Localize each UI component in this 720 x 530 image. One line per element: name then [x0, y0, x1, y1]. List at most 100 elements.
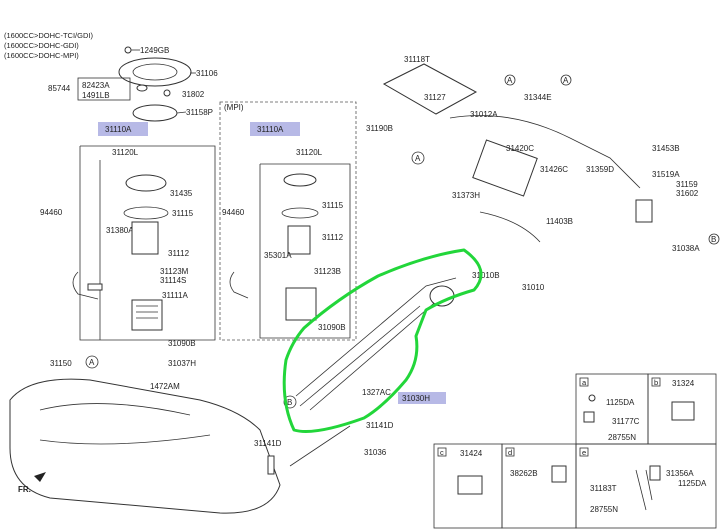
label-31359D: 31359D	[586, 165, 614, 174]
label-31115-left: 31115	[172, 209, 194, 218]
label-31150: 31150	[50, 359, 72, 368]
label-31106: 31106	[196, 69, 218, 78]
label-1327AC: 1327AC	[362, 388, 391, 397]
legend-b-box: b 31324	[647, 373, 717, 445]
callout-a-3	[560, 74, 572, 86]
label-85744: 85744	[48, 84, 71, 93]
label-31120L-mpi: 31120L	[296, 148, 323, 157]
label-31090B-mpi: 31090B	[318, 323, 346, 332]
label-31373H: 31373H	[452, 191, 480, 200]
label-31111A: 31111A	[162, 291, 188, 300]
filler-hose	[289, 425, 351, 467]
mpi-frame	[219, 101, 357, 341]
label-31159: 31159	[676, 180, 698, 189]
legend-a-label-3: 28755N	[608, 433, 636, 442]
vapor-hose	[449, 115, 641, 189]
label-31602: 31602	[676, 189, 699, 198]
legend-a-label-1: 1125DA	[606, 398, 635, 407]
callout-a-1	[411, 151, 425, 165]
canister-group: 31118T 31127 31344E 31190B 31012A 31420C…	[366, 55, 720, 253]
label-31114S: 31114S	[160, 276, 186, 285]
front-direction-indicator: FR.	[18, 472, 46, 494]
vapor-shield	[382, 63, 478, 115]
callout-b-tank	[283, 395, 297, 409]
pump-flange	[125, 174, 167, 192]
label-31115-mpi: 31115	[322, 201, 344, 210]
label-31453B: 31453B	[652, 144, 680, 153]
highlight-31110A-mpi	[250, 122, 300, 136]
legend-d-code: d	[508, 448, 512, 457]
legend-e-code: e	[582, 448, 586, 457]
legend-d-label-1: 38262B	[510, 469, 538, 478]
label-31110A-left: 31110A	[105, 125, 132, 134]
label-31037H: 31037H	[168, 359, 196, 368]
charcoal-canister	[472, 139, 538, 197]
clip-part	[457, 475, 483, 495]
label-31123M: 31123M	[160, 267, 189, 276]
legend-a-box: a 1125DA 31177C 28755N	[575, 373, 649, 445]
fuel-tank	[9, 378, 281, 514]
label-31112-mpi: 31112	[322, 233, 344, 242]
variant-line-1: (1600CC>DOHC-TCI/GDI)	[4, 31, 93, 40]
svg-text:B: B	[711, 235, 716, 244]
label-1249GB: 1249GB	[140, 46, 169, 55]
variant-line-3: (1600CC>DOHC-MPI)	[4, 51, 79, 60]
label-1472AM: 1472AM	[150, 382, 180, 391]
label-31110A-mpi: 31110A	[257, 125, 284, 134]
label-1491LB: 1491LB	[82, 91, 110, 100]
mpi-title: (MPI)	[224, 103, 244, 112]
label-94460-mpi: 94460	[222, 208, 245, 217]
callout-b-1	[708, 233, 720, 245]
label-31426C: 31426C	[540, 165, 568, 174]
left-group-frame	[79, 145, 216, 341]
label-31127: 31127	[424, 93, 446, 102]
callout-a-tank	[85, 355, 99, 369]
sensor-part	[551, 465, 567, 483]
label-31802: 31802	[182, 90, 205, 99]
label-31190B: 31190B	[366, 124, 393, 133]
label-31036: 31036	[364, 448, 387, 457]
label-31120L-left: 31120L	[112, 148, 139, 157]
highlight-31030H	[398, 392, 446, 404]
legend-e-label-1: 31356A	[666, 469, 694, 478]
bolt-icon	[124, 46, 132, 54]
variant-line-2: (1600CC>DOHC-GDI)	[4, 41, 79, 50]
legend-b-code: b	[654, 378, 658, 387]
bracket-box	[77, 77, 131, 101]
label-11403B: 11403B	[546, 217, 573, 226]
label-31090B-left: 31090B	[168, 339, 196, 348]
legend-e-label-3: 31183T	[590, 484, 617, 493]
label-31010: 31010	[522, 283, 545, 292]
bracket-part	[671, 401, 695, 421]
label-31344E: 31344E	[524, 93, 552, 102]
gasket-ring	[132, 104, 178, 122]
left-pump-group: 1249GB 31106 85744 82423A 1491LB 31802 3…	[40, 46, 218, 348]
legend-e-label-2: 1125DA	[678, 479, 707, 488]
label-31012A: 31012A	[470, 110, 498, 119]
mpi-pump-body	[287, 225, 311, 255]
filler-pipe	[295, 277, 457, 397]
mpi-filter	[285, 287, 317, 321]
fuel-filter	[131, 299, 163, 331]
tank-group: 31150 31037H 1472AM A B 31010B 31010 310…	[9, 248, 545, 514]
callout-a-2	[504, 74, 516, 86]
mpi-inner-frame	[259, 163, 351, 339]
label-31030H: 31030H	[402, 394, 430, 403]
highlight-31110A-left	[98, 122, 148, 136]
label-31519A: 31519A	[652, 170, 680, 179]
vent-valve	[635, 199, 653, 223]
label-31141D-lower: 31141D	[254, 439, 282, 448]
variant-header: (1600CC>DOHC-TCI/GDI) (1600CC>DOHC-GDI) …	[4, 31, 93, 60]
label-31158P: 31158P	[186, 108, 213, 117]
svg-text:A: A	[415, 154, 421, 163]
label-31420C: 31420C	[506, 144, 534, 153]
label-31038A: 31038A	[672, 244, 700, 253]
mpi-flange	[283, 173, 317, 187]
mpi-pump-group: (MPI) 31110A 31120L 31115 94460 31112 35…	[219, 101, 357, 341]
label-35301A: 35301A	[264, 251, 292, 260]
label-31010B: 31010B	[472, 271, 500, 280]
legend-e-label-4: 28755N	[590, 505, 618, 514]
svg-text:A: A	[89, 358, 95, 367]
green-annotation-outline	[282, 248, 483, 433]
